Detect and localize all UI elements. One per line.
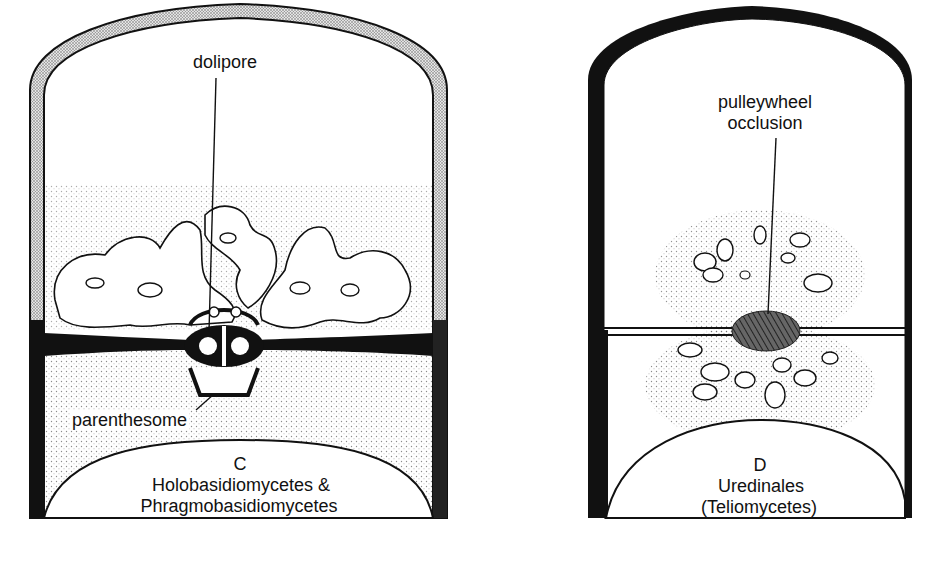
part-label: parenthesome xyxy=(70,410,210,431)
part-label: pulleywheel occlusion xyxy=(700,92,830,134)
leader-line xyxy=(209,78,216,332)
panel-caption: Uredinales (Teliomycetes) xyxy=(680,476,840,518)
panel-letter: C xyxy=(220,454,260,475)
panel-c-cell xyxy=(30,4,447,518)
panel-d-cell xyxy=(588,6,912,518)
part-label: dolipore xyxy=(170,52,280,73)
panel-caption: Holobasidiomycetes & Phragmobasidiomycet… xyxy=(110,475,370,517)
panel-letter: D xyxy=(740,455,780,476)
leader-line xyxy=(196,394,214,410)
leader-line xyxy=(768,138,776,314)
